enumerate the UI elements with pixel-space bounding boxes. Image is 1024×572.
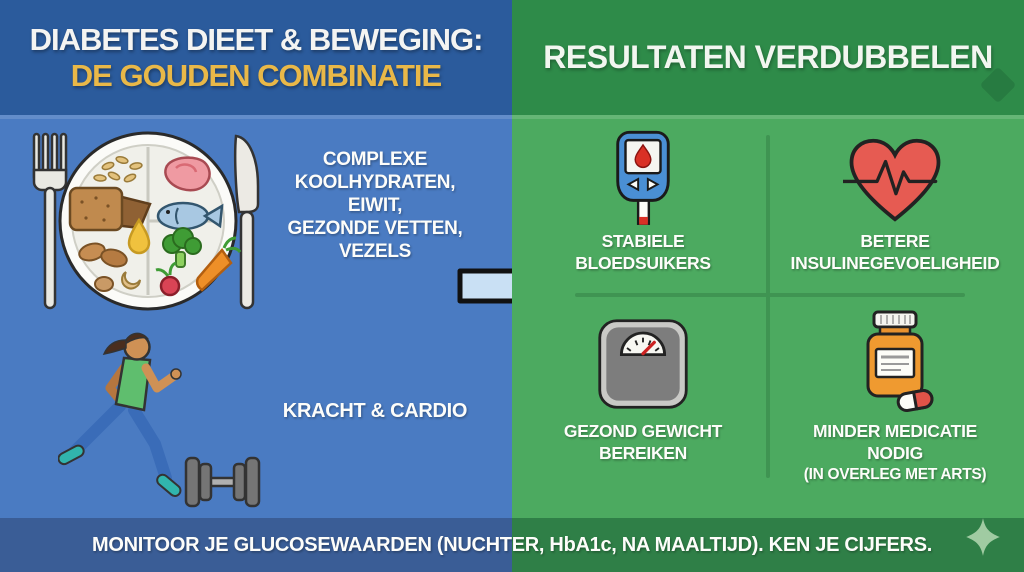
header-left: DIABETES DIEET & BEWEGING: DE GOUDEN COM… [0,0,512,115]
quadrant-label: STABIELE BLOEDSUIKERS [575,231,711,273]
exercise-label: KRACHT & CARDIO [282,400,468,422]
runner-icon [58,332,261,508]
footer-monitoring-text: MONITOOR JE GLUCOSEWAARDEN (NUCHTER, HbA… [91,533,932,556]
knife-icon [233,134,260,310]
capsule-icon [896,389,934,412]
quadrant-label: BETERE INSULINEGEVOELIGHEID [790,231,1000,273]
grid-divider-vertical [766,135,770,478]
panel-edge-highlight [0,115,512,119]
results-title: RESULTATEN VERDUBBELEN [543,39,993,75]
quadrant-label: GEZOND GEWICHT BEREIKEN [563,421,723,463]
main-title-line1: DIABETES DIEET & BEWEGING: [29,21,484,57]
plate-with-food-icon [32,131,260,311]
dumbbell-icon [184,456,261,508]
broccoli-icon [162,227,202,268]
header-right: RESULTATEN VERDUBBELEN [512,0,1024,115]
result-stable-blood-sugar: STABIELE BLOEDSUIKERS [518,120,768,298]
result-less-medication: MINDER MEDICATIE NODIG (IN OVERLEG MET A… [770,298,1020,498]
result-insulin-sensitivity: BETERE INSULINEGEVOELIGHEID [770,120,1020,298]
carrot-icon [195,236,242,292]
weight-scale-icon [598,319,688,409]
radish-icon [155,261,181,297]
main-title-line2: DE GOUDEN COMBINATIE [70,57,442,93]
diet-components-label: COMPLEXE KOOLHYDRATEN, EIWIT, GEZONDE VE… [287,149,463,262]
bread-icon [68,186,152,232]
quadrant-label: MINDER MEDICATIE NODIG [812,421,978,463]
heart-pulse-icon [843,138,941,222]
sparkle-icon [966,518,1000,556]
panel-edge-highlight [512,115,1024,119]
quadrant-sublabel: (IN OVERLEG MET ARTS) [803,466,987,483]
medicine-bottle-icon [866,310,934,412]
nuts-icon [78,242,141,292]
footer-bar-right [512,518,1024,572]
oil-drop-icon [127,217,151,255]
result-healthy-weight: GEZOND GEWICHT BEREIKEN [518,298,768,498]
meat-icon [164,156,211,192]
grid-divider-horizontal [575,293,965,297]
glucose-meter-icon [616,130,670,225]
fork-icon [32,132,68,310]
grains-icon [93,155,143,183]
footer-bar-left [0,518,512,572]
